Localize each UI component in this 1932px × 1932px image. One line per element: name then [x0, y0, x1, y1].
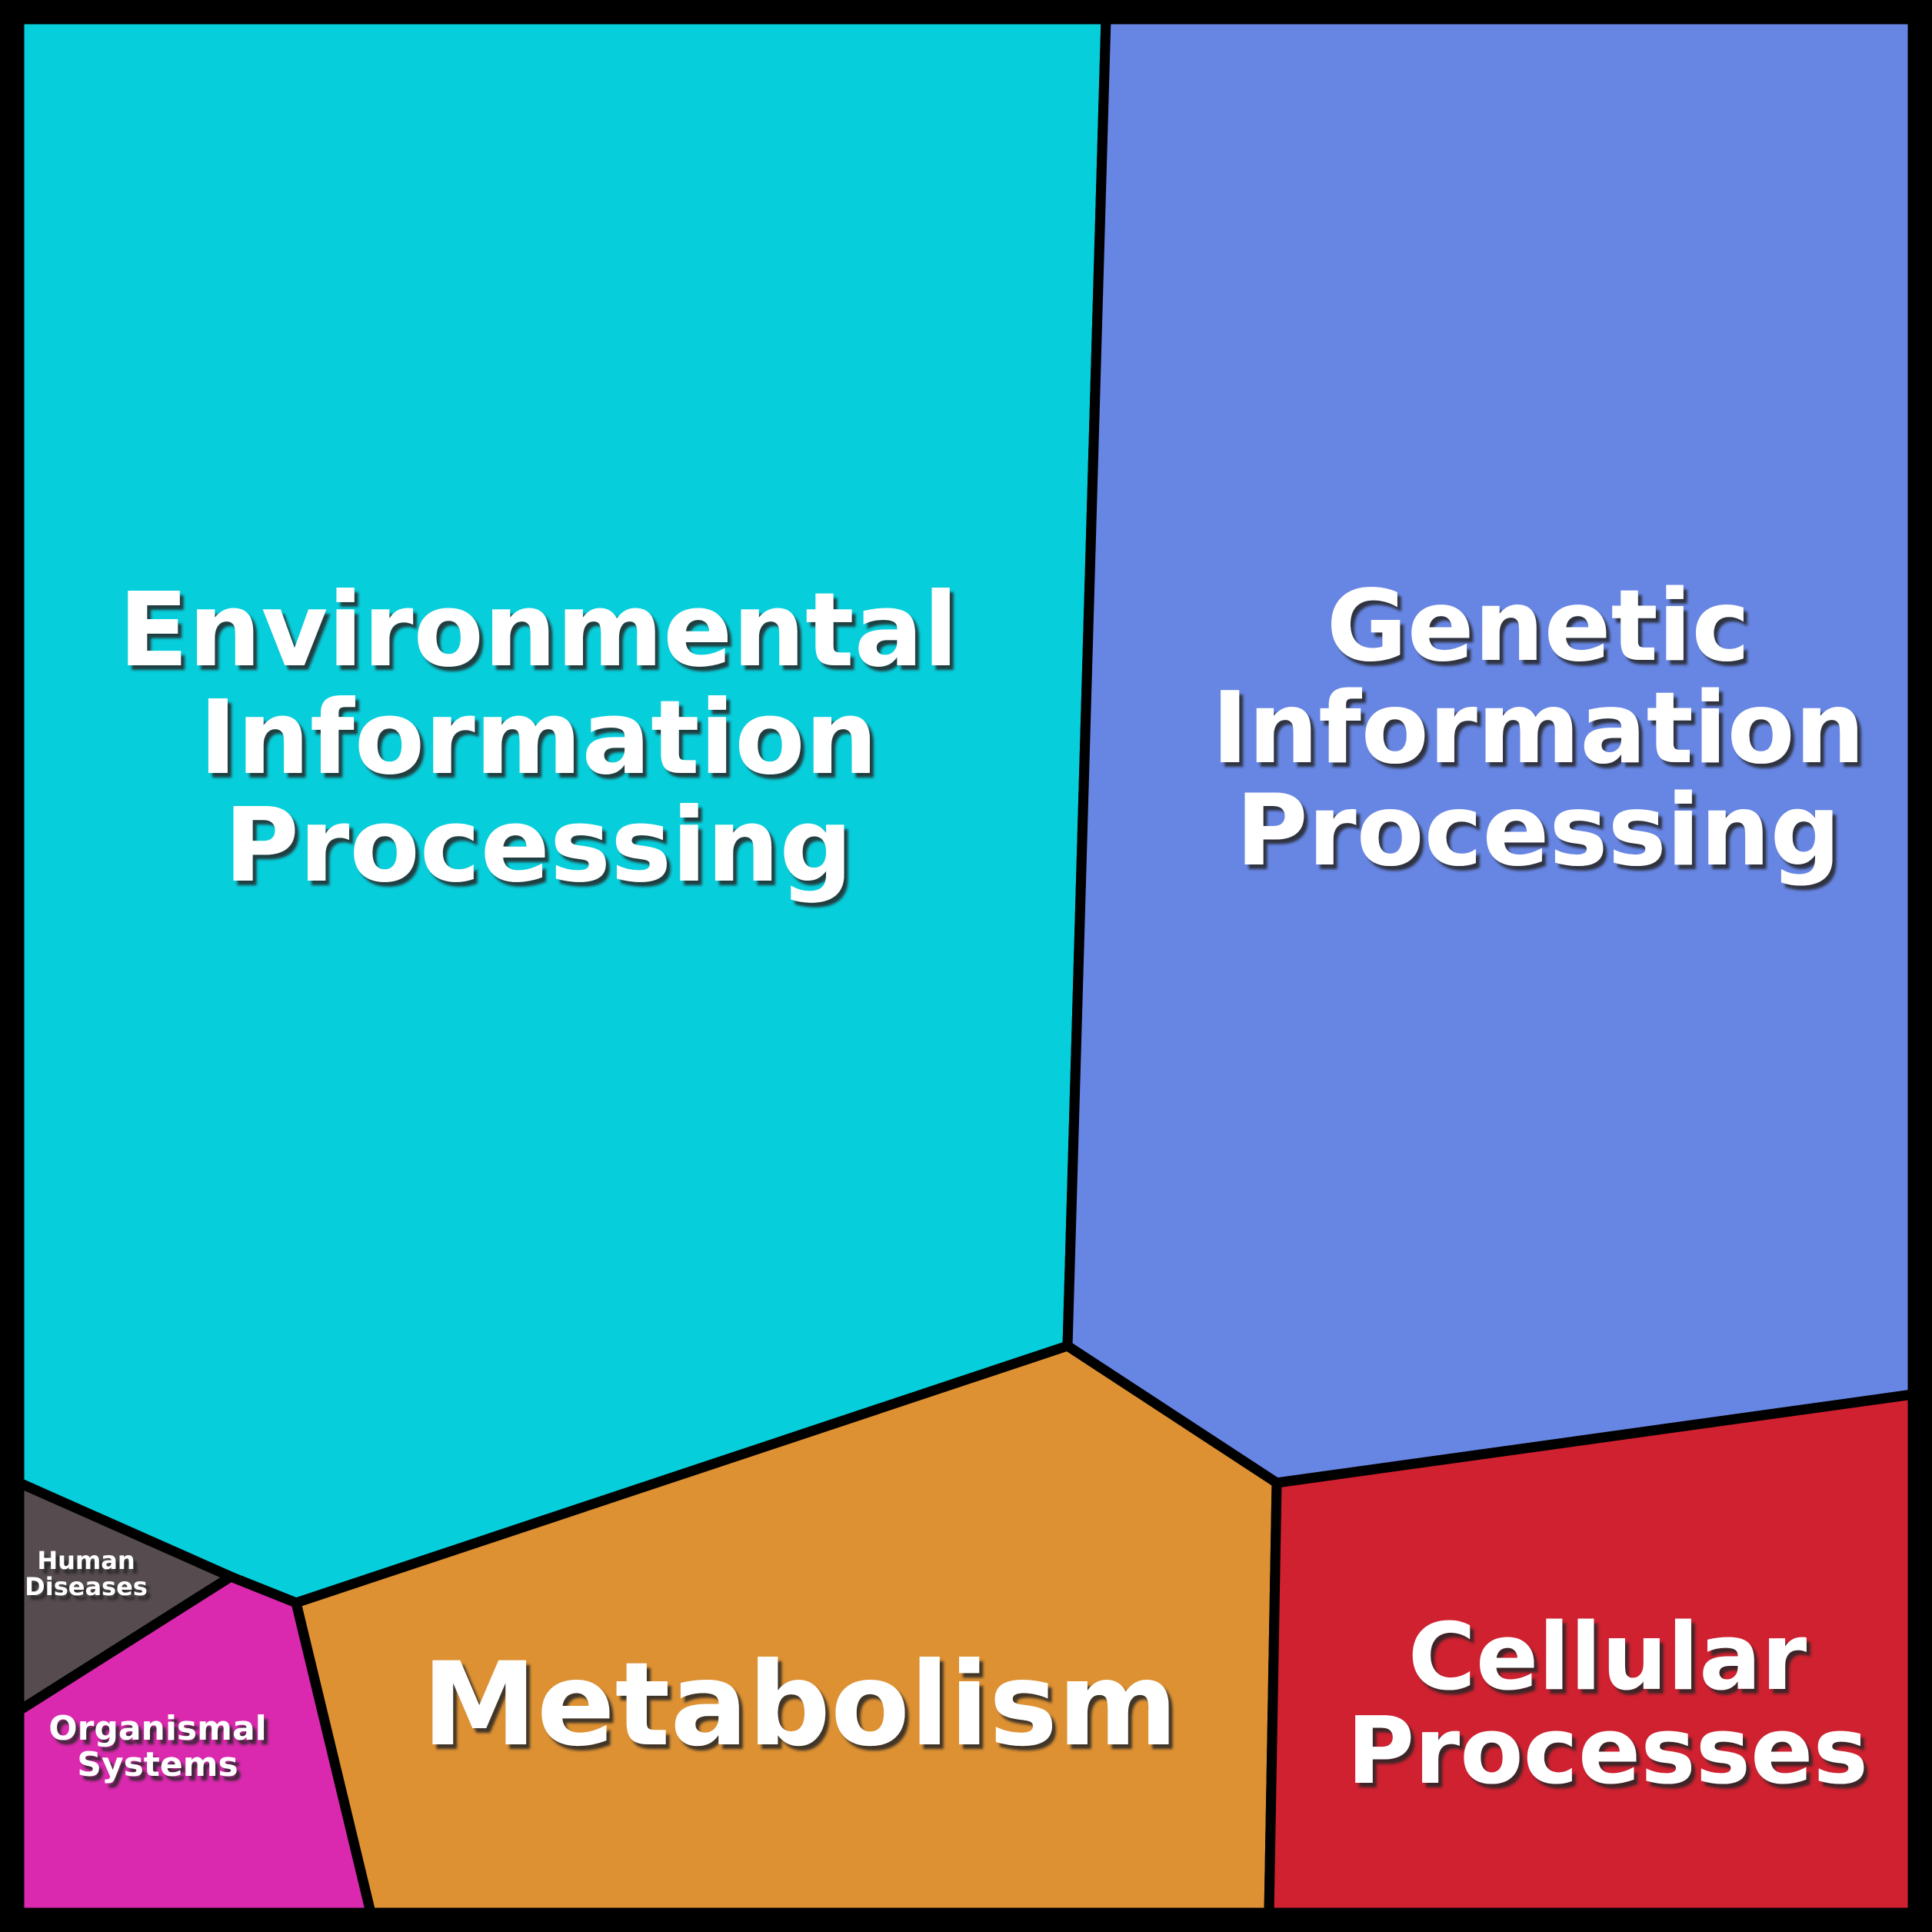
region-metabolism[interactable] — [291, 1341, 1282, 1918]
region-human-diseases[interactable] — [14, 1477, 236, 1716]
region-cellular-processes[interactable] — [1264, 1389, 1918, 1918]
region-label-metabolism: Metabolism — [422, 1638, 1178, 1772]
region-layer — [14, 14, 1918, 1918]
